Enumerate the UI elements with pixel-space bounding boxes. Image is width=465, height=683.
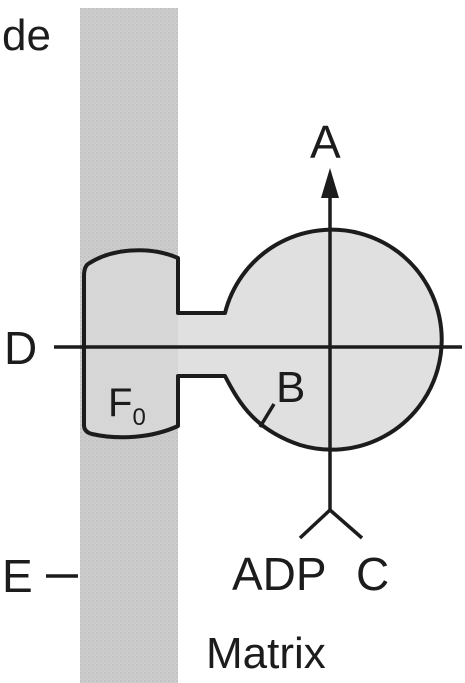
branch-to-c xyxy=(328,508,364,540)
arrow-head-up-icon xyxy=(321,168,339,198)
atp-synthase-particle xyxy=(82,227,444,452)
label-f0-subscript: 0 xyxy=(132,404,145,431)
label-a: A xyxy=(310,116,341,168)
pointer-line-b xyxy=(258,403,276,428)
label-f0: F0 xyxy=(108,381,146,431)
label-d: D xyxy=(4,322,37,374)
branch-to-adp xyxy=(298,508,332,540)
label-adp: ADP xyxy=(232,548,327,600)
label-b: B xyxy=(276,363,305,412)
label-e: E xyxy=(2,550,33,602)
label-f0-letter: F xyxy=(108,381,132,425)
label-matrix: Matrix xyxy=(206,629,326,678)
label-c: C xyxy=(356,548,389,600)
label-top-left: de xyxy=(2,11,51,60)
